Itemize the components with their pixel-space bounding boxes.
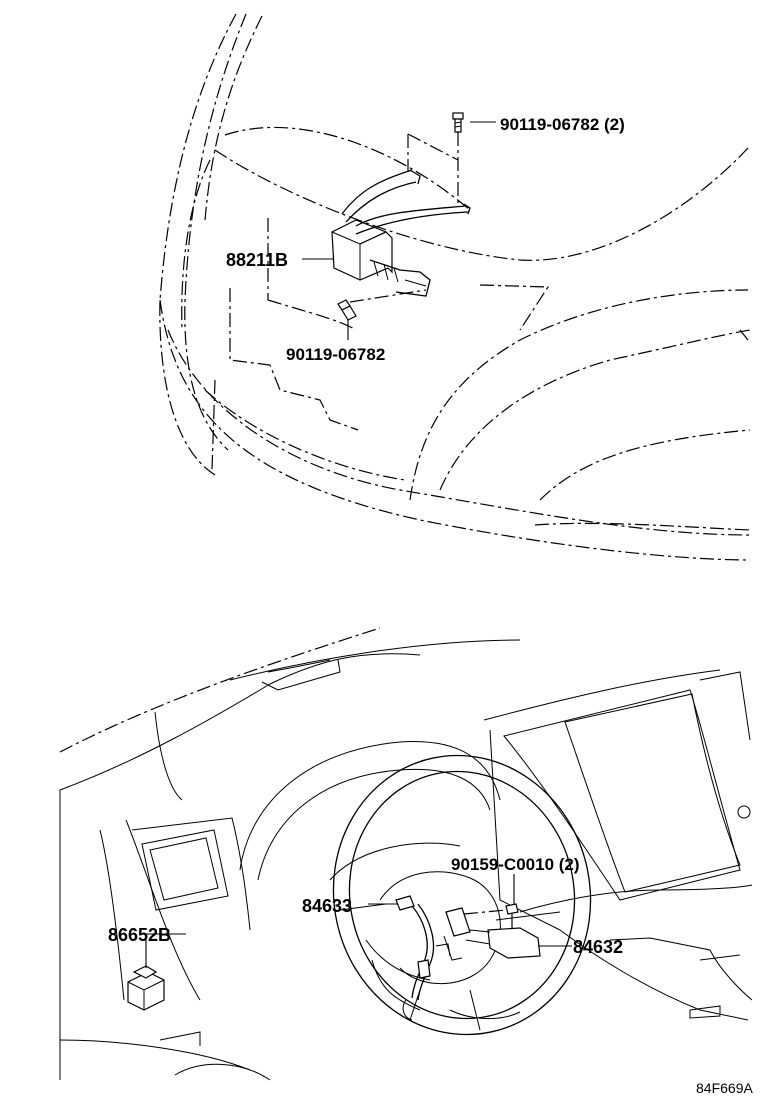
callout-sensor: 88211B bbox=[226, 250, 288, 270]
vehicle-front-outline bbox=[159, 13, 751, 561]
callout-bolt-mid: 90119-06782 bbox=[286, 345, 385, 364]
callout-bolt-top: 90119-06782 (2) bbox=[500, 115, 625, 134]
figure-code: 84F669A bbox=[696, 1080, 753, 1096]
buzzer-icon bbox=[127, 965, 165, 1011]
bolt-mid-icon bbox=[337, 299, 357, 321]
switch-right-assembly bbox=[435, 903, 541, 961]
callout-switch-right: 84632 bbox=[573, 937, 623, 957]
switch-left-assembly bbox=[395, 895, 435, 1021]
callout-switch-left: 84633 bbox=[302, 896, 352, 916]
radar-sensor-assembly bbox=[331, 169, 471, 297]
callout-screw-switch: 90159-C0010 (2) bbox=[451, 855, 580, 874]
dashboard-outline bbox=[59, 627, 753, 1081]
bolt-top-icon bbox=[452, 112, 464, 133]
callout-buzzer: 86652B bbox=[108, 925, 171, 945]
steering-wheel bbox=[332, 754, 592, 1036]
